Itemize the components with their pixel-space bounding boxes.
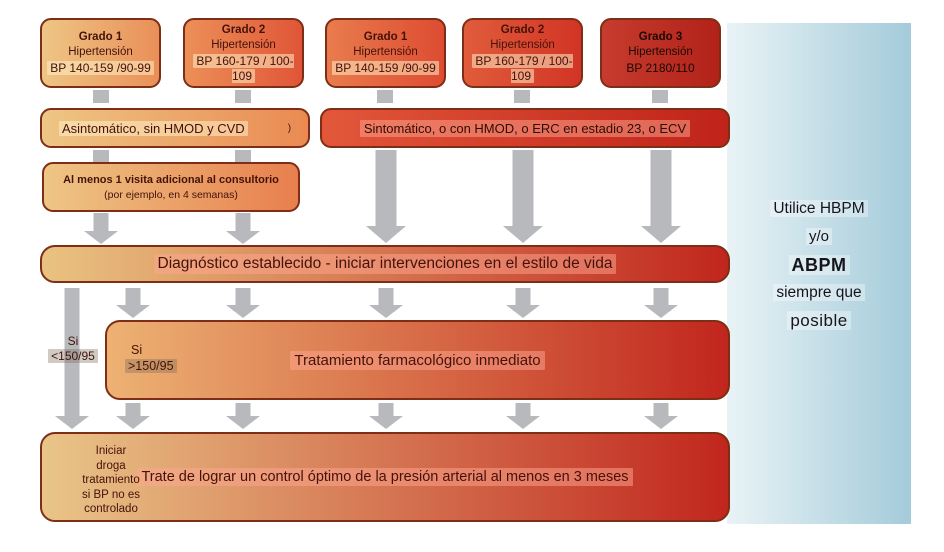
hypertension-label: Hipertensión bbox=[628, 46, 693, 58]
down-arrow bbox=[369, 403, 403, 429]
grade-label: Grado 3 bbox=[638, 31, 683, 43]
drug-line: Iniciar bbox=[95, 445, 127, 457]
drug-line: controlado bbox=[84, 503, 138, 515]
down-arrow bbox=[644, 288, 678, 318]
down-arrow bbox=[226, 213, 260, 244]
down-arrow bbox=[226, 288, 260, 318]
drug-line: droga bbox=[96, 459, 126, 472]
side-note-line: y/o bbox=[727, 225, 911, 249]
down-arrow bbox=[116, 288, 150, 318]
asymptomatic-box: Asintomático, sin HMOD y CVD ) bbox=[40, 108, 310, 148]
grade-label: Grado 2 bbox=[221, 23, 266, 36]
visit-line1: Al menos 1 visita adicional al consultor… bbox=[63, 173, 279, 186]
grade-label: Grado 1 bbox=[363, 31, 408, 43]
side-note-line: posible bbox=[727, 309, 911, 333]
connector-stub bbox=[377, 90, 393, 103]
down-arrow bbox=[116, 403, 150, 429]
asymptomatic-label: Asintomático, sin HMOD y CVD bbox=[58, 120, 248, 136]
si-threshold: <150/95 bbox=[48, 349, 98, 363]
connector-stub bbox=[93, 90, 109, 103]
side-note-line: Utilice HBPM bbox=[727, 197, 911, 221]
hypertension-label: Hipertensión bbox=[490, 38, 555, 51]
connector-stub bbox=[652, 90, 668, 103]
side-note-line: siempre que bbox=[727, 281, 911, 305]
hypertension-label: Hipertensión bbox=[68, 46, 133, 58]
down-arrow bbox=[506, 403, 540, 429]
down-arrow-long bbox=[366, 150, 406, 243]
bp-range: BP 160-179 / 100-109 bbox=[185, 53, 302, 84]
symptomatic-label: Sintomático, o con HMOD, o ERC en estadi… bbox=[359, 119, 691, 137]
down-arrow-left-lane bbox=[55, 288, 89, 429]
drug-line: si BP no es bbox=[82, 488, 140, 501]
grade-label: Grado 1 bbox=[78, 31, 123, 43]
paren-mark: ) bbox=[287, 122, 292, 134]
control-band: Iniciar droga tratamiento si BP no es co… bbox=[40, 432, 730, 522]
si-greater-label: Si >150/95 bbox=[125, 342, 177, 374]
down-arrow bbox=[226, 403, 260, 429]
connector-stub bbox=[235, 150, 251, 162]
grade3-box: Grado 3 Hipertensión BP 2180/110 bbox=[600, 18, 721, 88]
connector-stub bbox=[93, 150, 109, 162]
connector-stub bbox=[235, 90, 251, 103]
side-note: Utilice HBPM y/o ABPM siempre que posibl… bbox=[727, 193, 911, 337]
treatment-box: Si >150/95 Tratamiento farmacológico inm… bbox=[105, 320, 730, 400]
bp-range: BP 140-159 /90-99 bbox=[47, 61, 154, 76]
diagnosis-label: Diagnóstico establecido - iniciar interv… bbox=[153, 254, 617, 274]
down-arrow bbox=[369, 288, 403, 318]
down-arrow bbox=[84, 213, 118, 244]
connector-stub bbox=[514, 90, 530, 103]
diagnosis-band: Diagnóstico establecido - iniciar interv… bbox=[40, 245, 730, 283]
bp-range: BP 2180/110 bbox=[626, 61, 695, 75]
down-arrow-long bbox=[641, 150, 681, 243]
visit-box: Al menos 1 visita adicional al consultor… bbox=[42, 162, 300, 212]
si-threshold: >150/95 bbox=[125, 359, 177, 373]
start-drug-note: Iniciar droga tratamiento si BP no es co… bbox=[48, 444, 174, 517]
grade2-box-b: Grado 2 Hipertensión BP 160-179 / 100-10… bbox=[462, 18, 583, 88]
grade1-box-b: Grado 1 Hipertensión BP 140-159 /90-99 bbox=[325, 18, 446, 88]
drug-line: tratamiento bbox=[82, 474, 140, 486]
hypertension-label: Hipertensión bbox=[353, 46, 418, 58]
grade2-box-a: Grado 2 Hipertensión BP 160-179 / 100-10… bbox=[183, 18, 304, 88]
visit-line2: (por ejemplo, en 4 semanas) bbox=[104, 188, 238, 201]
bp-range: BP 160-179 / 100-109 bbox=[464, 53, 581, 84]
down-arrow bbox=[506, 288, 540, 318]
grade-label: Grado 2 bbox=[500, 23, 545, 36]
si-word: Si bbox=[131, 343, 143, 357]
grade1-box-a: Grado 1 Hipertensión BP 140-159 /90-99 bbox=[40, 18, 161, 88]
treatment-label: Tratamiento farmacológico inmediato bbox=[290, 350, 545, 370]
si-word: Si bbox=[67, 334, 79, 348]
symptomatic-box: Sintomático, o con HMOD, o ERC en estadi… bbox=[320, 108, 730, 148]
control-label: Trate de lograr un control óptimo de la … bbox=[137, 468, 633, 486]
bp-range: BP 140-159 /90-99 bbox=[332, 61, 439, 76]
si-less-label: Si <150/95 bbox=[40, 334, 106, 364]
side-panel: Utilice HBPM y/o ABPM siempre que posibl… bbox=[727, 23, 911, 524]
hypertension-label: Hipertensión bbox=[211, 38, 276, 51]
down-arrow bbox=[644, 403, 678, 429]
side-note-line: ABPM bbox=[727, 253, 911, 277]
down-arrow-long bbox=[503, 150, 543, 243]
